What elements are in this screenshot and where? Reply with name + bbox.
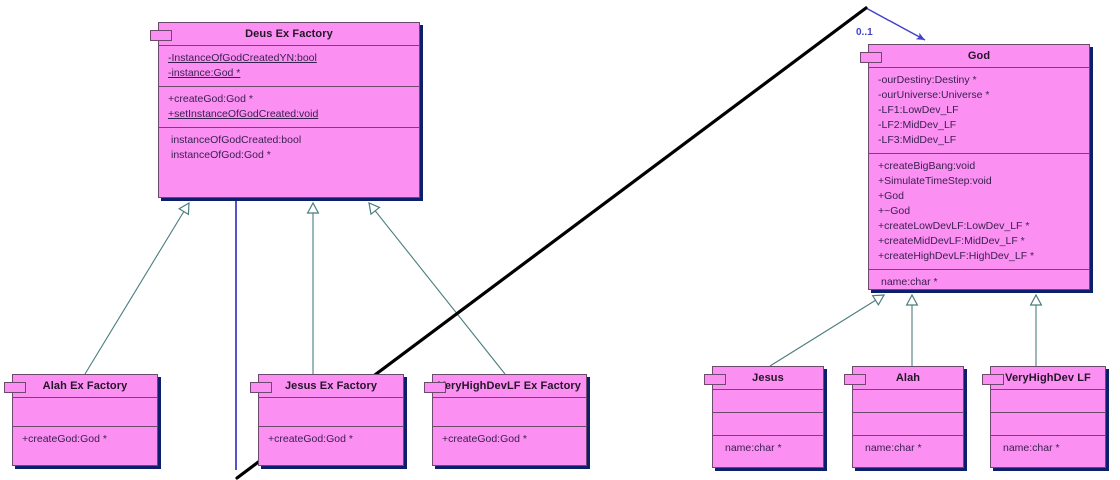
- class-member: instanceOfGodCreated:bool: [171, 134, 302, 146]
- compartment-divider: [991, 389, 1105, 390]
- class-member: +createBigBang:void: [878, 160, 976, 172]
- compartment-attributes: -ourDestiny:Destiny * -ourUniverse:Univer…: [869, 68, 1089, 153]
- compartment-operations: +createGod:God *: [433, 427, 586, 452]
- class-member: -InstanceOfGodCreatedYN:bool: [168, 52, 317, 64]
- uml-class-alah[interactable]: Alah name:char *: [844, 366, 964, 468]
- compartment-extra: name:char *: [713, 436, 823, 461]
- class-member: -ourUniverse:Universe *: [878, 89, 990, 101]
- uml-class-jesus-ex-factory[interactable]: Jesus Ex Factory +createGod:God *: [250, 374, 404, 466]
- class-tab-icon: [982, 374, 1004, 385]
- class-member: -LF1:LowDev_LF: [878, 104, 959, 116]
- compartment-extra: instanceOfGodCreated:bool instanceOfGod:G…: [159, 128, 419, 168]
- class-member: -ourDestiny:Destiny *: [878, 74, 977, 86]
- compartment-operations: +createBigBang:void +SimulateTimeStep:voi…: [869, 154, 1089, 269]
- class-name: God: [967, 50, 991, 62]
- compartment-operations: +createGod:God *: [13, 427, 157, 452]
- class-member: -instance:God *: [168, 67, 241, 79]
- compartment-divider: [869, 153, 1089, 154]
- compartment-attributes: [853, 390, 963, 412]
- uml-class-deus-ex-factory[interactable]: Deus Ex Factory -InstanceOfGodCreatedYN:b…: [150, 22, 420, 198]
- compartment-extra: name:char *: [869, 270, 1089, 295]
- class-tab-icon: [860, 52, 882, 63]
- connector-alah-factory-to-deus: [84, 201, 190, 375]
- compartment-divider: [853, 389, 963, 390]
- compartment-operations: +createGod:God * +setInstanceOfGodCreated…: [159, 87, 419, 127]
- class-name: VeryHighDev LF: [1005, 372, 1091, 384]
- connector-deus-to-god-association: [865, 7, 926, 41]
- compartment-extra: name:char *: [853, 436, 963, 461]
- compartment-operations: +createGod:God *: [259, 427, 403, 452]
- connector-veryhighdevlf-factory-to-deus: [368, 202, 506, 375]
- compartment-divider: [991, 412, 1105, 413]
- uml-class-alah-ex-factory[interactable]: Alah Ex Factory +createGod:God *: [4, 374, 158, 466]
- connector-jesus-to-god: [769, 294, 886, 367]
- class-member: +createGod:God *: [268, 433, 353, 445]
- class-member: +SimulateTimeStep:void: [878, 175, 992, 187]
- compartment-operations: [853, 413, 963, 435]
- class-member: +setInstanceOfGodCreated:void: [168, 108, 319, 120]
- class-tab-icon: [250, 382, 272, 393]
- class-member: name:char *: [1003, 442, 1060, 454]
- class-member: -LF3:MidDev_LF: [878, 134, 957, 146]
- class-member: +createMidDevLF:MidDev_LF *: [878, 235, 1025, 247]
- uml-class-veryhighdev-lf[interactable]: VeryHighDev LF name:char *: [982, 366, 1106, 468]
- class-member: name:char *: [865, 442, 922, 454]
- compartment-extra: name:char *: [991, 436, 1105, 461]
- compartment-operations: [991, 413, 1105, 435]
- class-member: -LF2:MidDev_LF: [878, 119, 957, 131]
- compartment-attributes: [713, 390, 823, 412]
- class-tab-icon: [704, 374, 726, 385]
- class-member: +createHighDevLF:HighDev_LF *: [878, 250, 1035, 262]
- class-member: +createLowDevLF:LowDev_LF *: [878, 220, 1030, 232]
- compartment-attributes: [259, 398, 403, 426]
- class-tab-icon: [150, 30, 172, 41]
- compartment-divider: [853, 412, 963, 413]
- compartment-divider: [853, 435, 963, 436]
- class-name: Alah: [895, 372, 921, 384]
- class-member: +~God: [878, 205, 911, 217]
- class-member: +God: [878, 190, 904, 202]
- uml-class-god[interactable]: God -ourDestiny:Destiny * -ourUniverse:Uni…: [860, 44, 1090, 290]
- class-name: Deus Ex Factory: [245, 28, 333, 40]
- compartment-operations: [713, 413, 823, 435]
- class-member: instanceOfGod:God *: [171, 149, 271, 161]
- class-member: name:char *: [881, 276, 938, 288]
- class-tab-icon: [424, 382, 446, 393]
- class-member: +createGod:God *: [442, 433, 527, 445]
- compartment-divider: [991, 435, 1105, 436]
- compartment-divider: [869, 67, 1089, 68]
- class-member: name:char *: [725, 442, 782, 454]
- class-name: Jesus Ex Factory: [284, 380, 378, 392]
- class-member: +createGod:God *: [22, 433, 107, 445]
- compartment-attributes: [991, 390, 1105, 412]
- compartment-attributes: -InstanceOfGodCreatedYN:bool -instance:Go…: [159, 46, 419, 86]
- class-tab-icon: [4, 382, 26, 393]
- class-name: VeryHighDevLF Ex Factory: [437, 380, 581, 392]
- compartment-divider: [13, 397, 157, 398]
- uml-class-jesus[interactable]: Jesus name:char *: [704, 366, 824, 468]
- compartment-attributes: [13, 398, 157, 426]
- class-tab-icon: [844, 374, 866, 385]
- class-name: Alah Ex Factory: [42, 380, 128, 392]
- multiplicity-label: 0..1: [856, 27, 873, 38]
- class-member: +createGod:God *: [168, 93, 253, 105]
- compartment-divider: [869, 269, 1089, 270]
- compartment-attributes: [433, 398, 586, 426]
- uml-class-veryhighdevlf-ex-factory[interactable]: VeryHighDevLF Ex Factory +createGod:God *: [424, 374, 587, 466]
- class-name: Jesus: [752, 372, 784, 384]
- compartment-divider: [13, 426, 157, 427]
